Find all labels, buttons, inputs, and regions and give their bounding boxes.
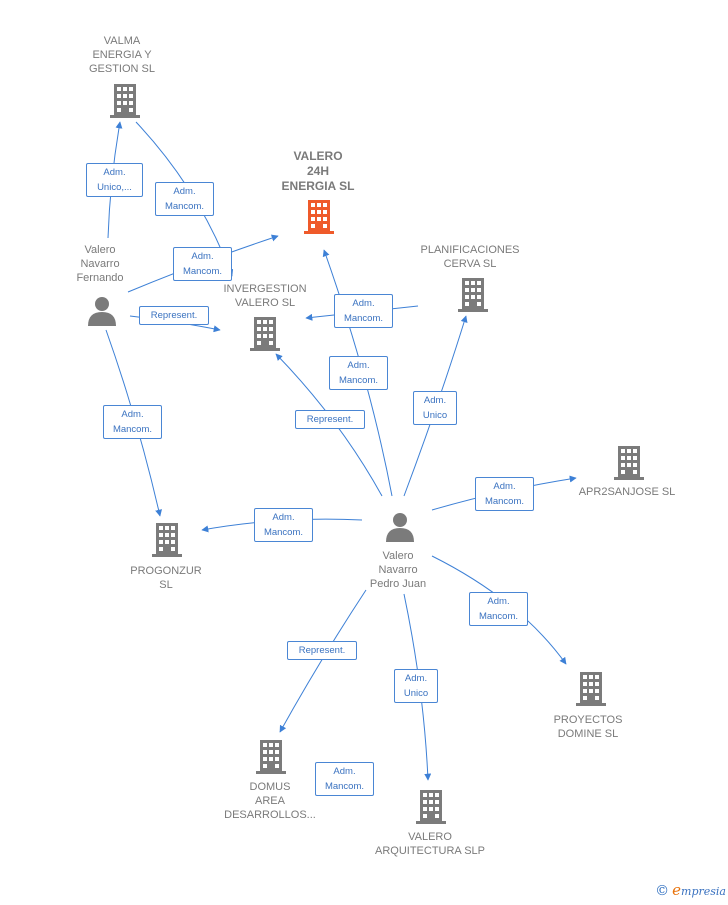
node-label: Valero Navarro Pedro Juan	[369, 550, 427, 590]
node-label: INVERGESTION VALERO SL	[223, 283, 307, 309]
node-invergestion-valero[interactable]: INVERGESTION VALERO SL	[205, 282, 325, 310]
node-label: Valero Navarro Fernando	[76, 244, 124, 284]
edge-label-represent[interactable]: Represent.	[287, 641, 357, 660]
node-valero-24h-energia[interactable]: VALERO 24H ENERGIA SL	[258, 149, 378, 194]
person-icon	[88, 297, 116, 326]
edge-label-adm-unico[interactable]: Adm. Unico	[413, 391, 457, 425]
edge-label-adm-mancom[interactable]: Adm. Mancom.	[315, 762, 374, 796]
node-label: PROGONZUR SL	[130, 565, 202, 591]
node-label: VALMA ENERGIA Y GESTION SL	[88, 35, 156, 75]
node-label: VALERO 24H ENERGIA SL	[281, 149, 355, 193]
brand-logo: ©empresia	[655, 881, 726, 899]
node-apr2sanjose[interactable]: APR2SANJOSE SL	[564, 485, 690, 499]
node-domus-area-desarrollos[interactable]: DOMUS AREA DESARROLLOS...	[210, 780, 330, 822]
node-label: DOMUS AREA DESARROLLOS...	[224, 781, 316, 821]
node-valero-navarro-pedro-juan[interactable]: Valero Navarro Pedro Juan	[348, 549, 448, 591]
building-windows	[117, 87, 637, 818]
edge-label-adm-unico[interactable]: Adm. Unico,...	[86, 163, 143, 197]
edge-pedrojuan-domus	[279, 589, 367, 733]
edge-label-adm-mancom[interactable]: Adm. Mancom.	[334, 294, 393, 328]
person-icon	[386, 513, 414, 542]
node-valero-navarro-fernando[interactable]: Valero Navarro Fernando	[50, 243, 150, 285]
edge-label-adm-mancom[interactable]: Adm. Mancom.	[254, 508, 313, 542]
edge-label-adm-mancom[interactable]: Adm. Mancom.	[155, 182, 214, 216]
brand-name: mpresia	[681, 885, 726, 898]
edge-label-adm-mancom[interactable]: Adm. Mancom.	[469, 592, 528, 626]
edge-label-adm-mancom[interactable]: Adm. Mancom.	[329, 356, 388, 390]
node-proyectos-domine[interactable]: PROYECTOS DOMINE SL	[528, 713, 648, 741]
brand-initial: e	[672, 881, 682, 899]
node-label: PROYECTOS DOMINE SL	[553, 714, 623, 740]
edge-label-adm-mancom[interactable]: Adm. Mancom.	[103, 405, 162, 439]
node-label: PLANIFICACIONES CERVA SL	[420, 244, 520, 270]
node-planificaciones-cerva[interactable]: PLANIFICACIONES CERVA SL	[400, 243, 540, 271]
edge-label-represent[interactable]: Represent.	[295, 410, 365, 429]
edge-label-represent[interactable]: Represent.	[139, 306, 209, 325]
node-label: APR2SANJOSE SL	[578, 486, 676, 498]
copyright-icon: ©	[655, 883, 670, 899]
node-valero-arquitectura[interactable]: VALERO ARQUITECTURA SLP	[360, 830, 500, 858]
node-valma[interactable]: VALMA ENERGIA Y GESTION SL	[62, 34, 182, 76]
node-label: VALERO ARQUITECTURA SLP	[374, 831, 486, 857]
node-progonzur[interactable]: PROGONZUR SL	[116, 564, 216, 592]
edge-label-adm-mancom[interactable]: Adm. Mancom.	[475, 477, 534, 511]
edge-label-adm-mancom[interactable]: Adm. Mancom.	[173, 247, 232, 281]
edge-label-adm-unico[interactable]: Adm. Unico	[394, 669, 438, 703]
